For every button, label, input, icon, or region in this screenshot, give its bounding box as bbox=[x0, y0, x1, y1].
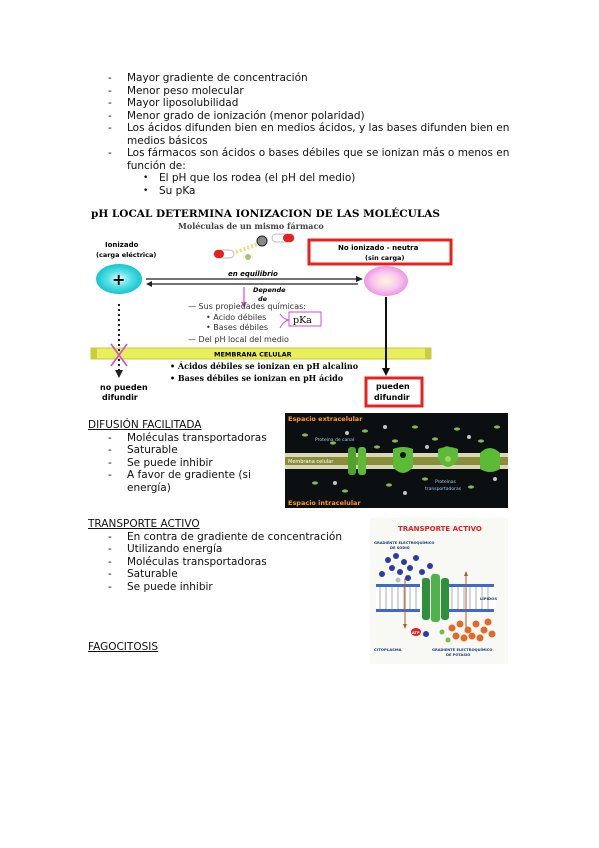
list-item: Moléculas transportadoras bbox=[127, 431, 267, 444]
list-item: Mayor gradiente de concentración bbox=[127, 72, 308, 84]
intracellular-label: Espacio intracelular bbox=[288, 499, 361, 507]
active-image-title: TRANSPORTE ACTIVO bbox=[398, 525, 482, 533]
extracellular-label: Espacio extracelular bbox=[288, 415, 363, 423]
ionized-molecule bbox=[96, 264, 142, 294]
svg-text:DE POTASIO: DE POTASIO bbox=[446, 653, 470, 657]
list-dash: - bbox=[108, 444, 112, 456]
list-item-continued: energía) bbox=[127, 481, 171, 494]
diagram-subtitle: Moléculas de un mismo fármaco bbox=[178, 221, 324, 231]
non-ionized-sublabel: (sin carga) bbox=[365, 254, 404, 262]
capsule-icon bbox=[213, 233, 295, 260]
depends-label: Depende bbox=[253, 286, 286, 294]
svg-text:GRADIENTE ELECTROQUÍMICO: GRADIENTE ELECTROQUÍMICO bbox=[374, 540, 434, 545]
list-item: Utilizando energía bbox=[127, 543, 223, 555]
list-dash: - bbox=[108, 431, 112, 444]
list-item: En contra de gradiente de concentración bbox=[127, 530, 343, 543]
svg-text:CITOPLASMA: CITOPLASMA bbox=[374, 647, 402, 652]
list-dash: - bbox=[108, 530, 112, 543]
list-item: Menor peso molecular bbox=[127, 84, 244, 97]
ionized-sublabel: (carga eléctrica) bbox=[96, 251, 156, 259]
carrier-proteins-label: Proteínas bbox=[435, 478, 457, 485]
membrane-label: Membrana celular bbox=[288, 459, 334, 465]
sub-bullet: • bbox=[143, 185, 149, 196]
list-dash: - bbox=[108, 469, 112, 481]
list-dash: - bbox=[108, 147, 112, 159]
acids-note: • Ácidos débiles se ionizan en pH alcali… bbox=[170, 361, 359, 371]
can-diffuse-label: pueden bbox=[376, 382, 410, 391]
list-dash: - bbox=[108, 580, 112, 593]
atp-molecule bbox=[411, 628, 421, 636]
active-transport-heading: TRANSPORTE ACTIVO bbox=[88, 518, 200, 530]
list-dash: - bbox=[108, 97, 112, 109]
diagram-title: pH LOCAL DETERMINA IONIZACION DE LAS MOL… bbox=[91, 206, 440, 220]
ionized-label: Ionizado bbox=[105, 241, 139, 249]
plus-charge: + bbox=[112, 270, 125, 289]
list-dash: - bbox=[108, 72, 112, 84]
svg-text:difundir: difundir bbox=[102, 393, 138, 402]
list-dash: - bbox=[108, 122, 112, 134]
weak-bases-label: • Bases débiles bbox=[206, 322, 268, 332]
facilitated-diffusion-heading: DIFUSIÓN FACILITADA bbox=[88, 419, 202, 431]
list-item-continued: función de: bbox=[127, 159, 186, 172]
list-item: Moléculas transportadoras bbox=[127, 555, 267, 568]
channel-protein-label: Proteína de canal bbox=[315, 436, 354, 443]
sub-bullet: • bbox=[143, 173, 149, 183]
list-item: Mayor liposolubilidad bbox=[127, 97, 239, 109]
ph-ionization-diagram: pH LOCAL DETERMINA IONIZACION DE LAS MOL… bbox=[90, 206, 453, 408]
carrier-protein bbox=[393, 447, 500, 473]
svg-text:GRADIENTE ELECTROQUÍMICO: GRADIENTE ELECTROQUÍMICO bbox=[432, 647, 492, 652]
can-diffuse-box bbox=[364, 376, 424, 408]
pump-protein bbox=[422, 574, 449, 622]
list-item: Se puede inhibir bbox=[127, 456, 213, 469]
list-item: Menor grado de ionización (menor polarid… bbox=[127, 109, 365, 122]
channel-protein bbox=[348, 447, 366, 475]
non-ionized-molecule bbox=[364, 266, 408, 296]
non-ionized-label: No ionizado - neutra bbox=[338, 244, 419, 252]
list-dash: - bbox=[108, 84, 112, 97]
sub-list-item: Su pKa bbox=[159, 184, 196, 197]
cannot-diffuse-label: no pueden bbox=[100, 383, 148, 392]
membrane-label: MEMBRANA CELULAR bbox=[214, 351, 292, 359]
svg-text:difundir: difundir bbox=[374, 393, 410, 402]
properties-label: — Sus propiedades químicas: bbox=[188, 302, 306, 311]
svg-text:DE SODIO: DE SODIO bbox=[390, 546, 410, 550]
list-item: Los ácidos difunden bien en medios ácido… bbox=[127, 122, 510, 134]
list-dash: - bbox=[108, 543, 112, 555]
svg-text:LÍPIDOS: LÍPIDOS bbox=[480, 596, 497, 601]
list-dash: - bbox=[108, 456, 112, 469]
sub-list-item: El pH que los rodea (el pH del medio) bbox=[159, 172, 356, 184]
list-item: Los fármacos son ácidos o bases débiles … bbox=[127, 147, 510, 159]
non-ionized-box bbox=[307, 238, 453, 266]
bases-note: • Bases débiles se ionizan en pH ácido bbox=[170, 373, 344, 383]
list-item: Saturable bbox=[127, 444, 178, 456]
list-item: Se puede inhibir bbox=[127, 580, 213, 593]
list-item: Saturable bbox=[127, 568, 178, 580]
svg-text:de: de bbox=[258, 295, 268, 303]
list-item: A favor de gradiente (si bbox=[127, 469, 251, 481]
list-dash: - bbox=[108, 555, 112, 568]
pka-box bbox=[288, 311, 322, 327]
svg-text:transportadoras: transportadoras bbox=[425, 486, 462, 492]
pka-label: pKa bbox=[293, 315, 312, 326]
active-transport-image: TRANSPORTE ACTIVO GRADIENTE ELECTROQUÍMI… bbox=[370, 518, 508, 664]
list-item-continued: medios básicos bbox=[127, 134, 208, 147]
weak-acids-label: • Acido débiles bbox=[206, 312, 266, 322]
svg-text:ATP: ATP bbox=[412, 631, 420, 635]
phagocytosis-heading: FAGOCITOSIS bbox=[88, 641, 159, 653]
list-dash: - bbox=[108, 109, 112, 122]
local-ph-label: — Del pH local del medio bbox=[188, 335, 289, 344]
facilitated-diffusion-image: Espacio extracelular Proteína de canal M… bbox=[285, 413, 508, 508]
equilibrium-label: en equilibrio bbox=[228, 270, 278, 278]
list-dash: - bbox=[108, 568, 112, 580]
